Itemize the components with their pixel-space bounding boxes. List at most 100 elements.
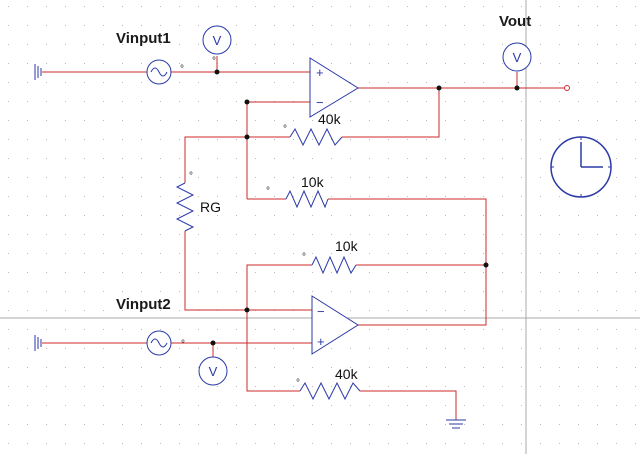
label-r-bot-gnd: 40k	[335, 366, 359, 382]
grid-dot	[217, 234, 218, 235]
grid-dot	[426, 63, 427, 64]
grid-dot	[179, 120, 180, 121]
grid-dot	[103, 443, 104, 444]
grid-dot	[217, 158, 218, 159]
grid-dot	[407, 215, 408, 216]
grid-dot	[65, 234, 66, 235]
ac-source-icon[interactable]	[146, 59, 172, 85]
grid-dot	[236, 291, 237, 292]
grid-dot	[369, 215, 370, 216]
opamp-icon[interactable]: − +	[311, 295, 359, 355]
grid-dot	[274, 196, 275, 197]
grid-dot	[122, 443, 123, 444]
grid-dot	[426, 310, 427, 311]
grid-dot	[369, 139, 370, 140]
voltmeter-icon[interactable]: V	[198, 356, 228, 386]
grid-dot	[217, 215, 218, 216]
grid-dot	[236, 424, 237, 425]
grid-dot	[483, 6, 484, 7]
grid-dot	[388, 101, 389, 102]
resistor-icon[interactable]	[311, 255, 357, 275]
grid-dot	[331, 348, 332, 349]
grid-dot	[198, 291, 199, 292]
grid-dot	[369, 63, 370, 64]
grid-dot	[8, 215, 9, 216]
wire-10k-bot-in	[246, 264, 312, 310]
grid-dot	[255, 158, 256, 159]
grid-dot	[464, 405, 465, 406]
grid-dot	[312, 158, 313, 159]
grid-dot	[483, 367, 484, 368]
grid-dot	[521, 424, 522, 425]
grid-dot	[274, 253, 275, 254]
grid-dot	[331, 63, 332, 64]
grid-dot	[521, 272, 522, 273]
grid-dot	[84, 196, 85, 197]
svg-text:°: °	[266, 186, 270, 197]
voltmeter-icon[interactable]: V	[202, 25, 232, 55]
grid-dot	[540, 348, 541, 349]
grid-dot	[388, 44, 389, 45]
grid-dot	[312, 443, 313, 444]
grid-dot	[46, 25, 47, 26]
grid-dot	[8, 367, 9, 368]
grid-dot	[407, 443, 408, 444]
grid-dot	[369, 25, 370, 26]
grid-dot	[179, 443, 180, 444]
grid-dot	[521, 310, 522, 311]
grid-dot	[445, 101, 446, 102]
grid-dot	[616, 158, 617, 159]
ground-icon[interactable]	[34, 335, 42, 351]
ground-icon[interactable]	[446, 419, 466, 429]
grid-dot	[103, 196, 104, 197]
output-terminal[interactable]	[564, 85, 570, 91]
grid-dot	[141, 177, 142, 178]
grid-dot	[8, 234, 9, 235]
resistor-icon[interactable]	[175, 182, 195, 232]
grid-dot	[502, 367, 503, 368]
grid-dot	[369, 424, 370, 425]
grid-dot	[198, 386, 199, 387]
grid-dot	[8, 348, 9, 349]
ac-source-icon[interactable]	[146, 330, 172, 356]
grid-dot	[464, 82, 465, 83]
grid-dot	[540, 386, 541, 387]
grid-dot	[559, 348, 560, 349]
grid-dot	[8, 177, 9, 178]
grid-dot	[122, 405, 123, 406]
grid-dot	[616, 44, 617, 45]
resistor-icon[interactable]	[289, 127, 343, 147]
grid-dot	[8, 63, 9, 64]
grid-dot	[407, 310, 408, 311]
grid-dot	[502, 329, 503, 330]
grid-dot	[521, 405, 522, 406]
grid-dot	[8, 386, 9, 387]
wire-10k-bot-out	[356, 264, 487, 326]
grid-dot	[198, 101, 199, 102]
grid-dot	[160, 272, 161, 273]
grid-dot	[84, 291, 85, 292]
grid-dot	[103, 25, 104, 26]
grid-dot	[502, 310, 503, 311]
resistor-icon[interactable]	[299, 381, 361, 401]
clock-icon[interactable]	[550, 136, 612, 198]
grid-dot	[426, 158, 427, 159]
grid-dot	[27, 25, 28, 26]
grid-dot	[141, 272, 142, 273]
grid-dot	[46, 367, 47, 368]
resistor-icon[interactable]	[285, 189, 329, 209]
voltmeter-icon[interactable]: V	[502, 42, 532, 72]
grid-dot	[46, 63, 47, 64]
grid-dot	[255, 424, 256, 425]
grid-dot	[293, 177, 294, 178]
grid-dot	[160, 196, 161, 197]
ground-icon[interactable]	[34, 64, 42, 80]
opamp-icon[interactable]: + −	[309, 57, 359, 118]
grid-dot	[293, 63, 294, 64]
grid-dot	[8, 196, 9, 197]
grid-dot	[179, 44, 180, 45]
grid-dot	[65, 120, 66, 121]
grid-dot	[236, 63, 237, 64]
grid-dot	[369, 329, 370, 330]
